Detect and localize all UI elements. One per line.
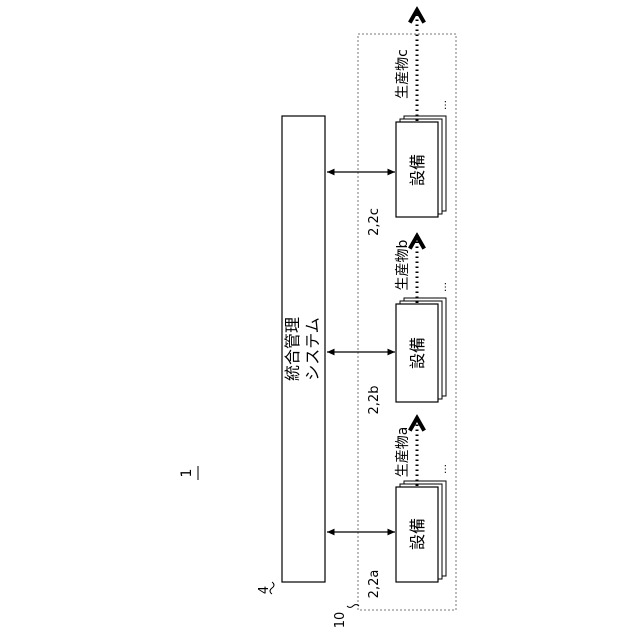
group-ref-label: 10 bbox=[333, 612, 348, 629]
figure-number: 1 bbox=[179, 469, 195, 478]
equipment-label: 設備 bbox=[408, 337, 427, 369]
group-ref-leader bbox=[347, 605, 359, 608]
equipment-label: 設備 bbox=[408, 518, 427, 550]
stack-ellipsis: … bbox=[438, 282, 449, 292]
system-label-line1: 統合管理 bbox=[283, 317, 302, 381]
product-label-a: 生産物a bbox=[395, 427, 411, 478]
stack-ellipsis: … bbox=[438, 100, 449, 110]
product-label-c: 生産物c bbox=[395, 49, 411, 99]
equipment-unit-a: 設備 … bbox=[396, 464, 449, 582]
equipment-unit-b: 設備 … bbox=[396, 282, 449, 402]
unit-ref-a: 2,2a bbox=[367, 570, 382, 599]
equipment-label: 設備 bbox=[408, 154, 427, 186]
product-label-b: 生産物b bbox=[395, 239, 411, 290]
unit-ref-b: 2,2b bbox=[367, 386, 382, 415]
equipment-unit-c: 設備 … bbox=[396, 100, 449, 217]
system-label-line2: システム bbox=[303, 317, 322, 381]
stack-ellipsis: … bbox=[438, 464, 449, 474]
unit-ref-c: 2,2c bbox=[367, 208, 382, 236]
